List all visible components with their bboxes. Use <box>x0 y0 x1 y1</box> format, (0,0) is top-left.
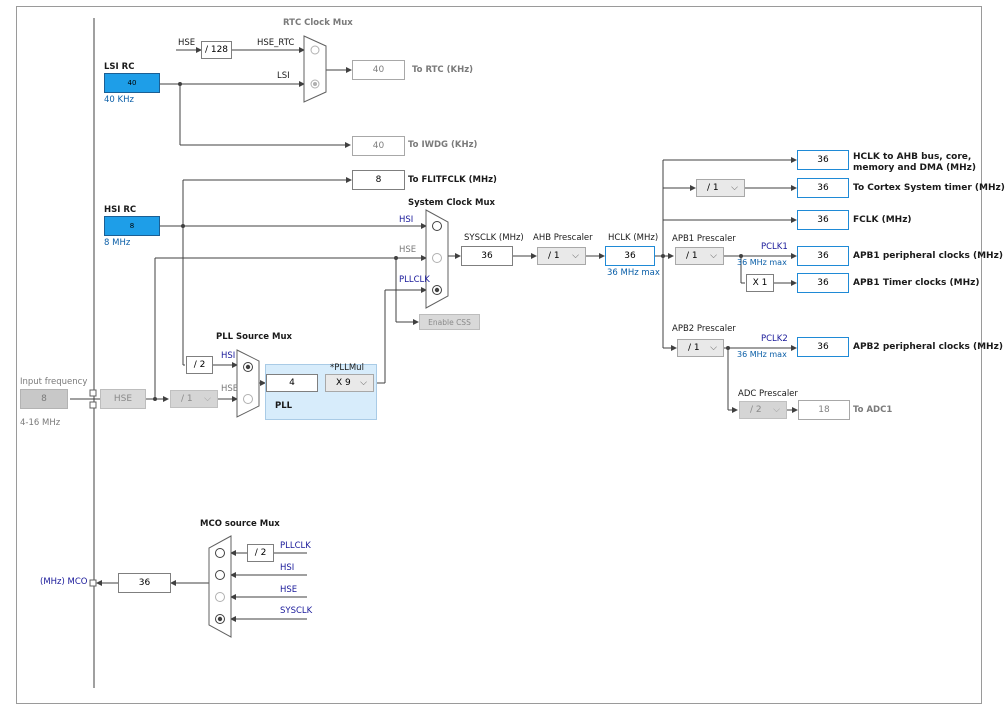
apb1-prescaler-select[interactable]: / 1 ⌵ <box>675 247 724 265</box>
rtc-lsi-label: LSI <box>277 71 290 81</box>
hse-block[interactable]: HSE <box>100 389 146 409</box>
pll-hsi-div2: / 2 <box>186 356 213 374</box>
apb2-periph-output-field: 36 <box>797 337 849 357</box>
apb1-periph-output-label: APB1 peripheral clocks (MHz) <box>853 251 1003 261</box>
chevron-down-icon: ⌵ <box>773 405 780 415</box>
chevron-down-icon: ⌵ <box>710 251 717 261</box>
mco-hsi-label: HSI <box>280 563 295 573</box>
hsi-rc-block[interactable]: 8 <box>104 216 160 236</box>
chevron-down-icon: ⌵ <box>204 394 211 404</box>
enable-css-button[interactable]: Enable CSS <box>419 314 480 330</box>
hclk-field[interactable]: 36 <box>605 246 655 266</box>
hsi-unit: 8 MHz <box>104 238 131 248</box>
apb2-max-label: 36 MHz max <box>737 350 787 359</box>
sysmux-title: System Clock Mux <box>408 198 496 208</box>
pll-mul-select[interactable]: X 9 ⌵ <box>325 374 374 392</box>
pllsrc-hsi-label: HSI <box>221 351 236 361</box>
rtc-hse-input-label: HSE <box>178 38 196 48</box>
ahb-prescaler-value: / 1 <box>548 251 560 261</box>
chevron-down-icon: ⌵ <box>572 251 579 261</box>
pclk2-label: PCLK2 <box>761 334 788 344</box>
hclk-max-label: 36 MHz max <box>607 268 660 278</box>
cortex-timer-output-field: 36 <box>797 178 849 198</box>
rtc-hse-rtc-label: HSE_RTC <box>257 38 295 48</box>
apb2-prescaler-value: / 1 <box>688 343 700 353</box>
pllsrc-hse-label: HSE <box>221 384 239 394</box>
apb1-periph-output-field: 36 <box>797 246 849 266</box>
iwdg-output-field: 40 <box>352 136 405 156</box>
hclk-label: HCLK (MHz) <box>608 233 659 243</box>
adc-prescaler-select[interactable]: / 2 ⌵ <box>739 401 787 419</box>
adc-prescaler-value: / 2 <box>750 405 762 415</box>
sysclk-label: SYSCLK (MHz) <box>464 233 524 243</box>
flitf-output-label: To FLITFCLK (MHz) <box>408 175 497 185</box>
mco-output-field: 36 <box>118 573 171 593</box>
ahb-prescaler-label: AHB Prescaler <box>533 233 593 243</box>
apb1-timer-multiplier: X 1 <box>746 274 774 292</box>
input-frequency-field[interactable]: 8 <box>20 389 68 409</box>
mco-sysclk-label: SYSCLK <box>280 606 313 616</box>
hse-prediv-value: / 1 <box>181 394 193 404</box>
fclk-output-field: 36 <box>797 210 849 230</box>
flitf-output-field: 8 <box>352 170 405 190</box>
ahb-prescaler-select[interactable]: / 1 ⌵ <box>537 247 586 265</box>
lsi-title: LSI RC <box>104 62 135 72</box>
rtc-output-field: 40 <box>352 60 405 80</box>
mco-hse-label: HSE <box>280 585 298 595</box>
lsi-unit: 40 KHz <box>104 95 134 105</box>
pll-label: PLL <box>275 401 293 411</box>
pll-mul-label: *PLLMul <box>330 363 364 373</box>
rtc-mux-title: RTC Clock Mux <box>283 18 353 28</box>
lsi-rc-block[interactable]: 40 <box>104 73 160 93</box>
diagram-frame <box>16 6 982 704</box>
sysclk-field: 36 <box>461 246 513 266</box>
fclk-output-label: FCLK (MHz) <box>853 215 912 225</box>
apb2-periph-output-label: APB2 peripheral clocks (MHz) <box>853 342 1003 352</box>
adc-prescaler-label: ADC Prescaler <box>738 389 798 399</box>
pll-source-mux-title: PLL Source Mux <box>216 332 292 342</box>
adc-output-label: To ADC1 <box>853 405 893 415</box>
hsi-title: HSI RC <box>104 205 137 215</box>
pll-block <box>265 364 377 420</box>
iwdg-output-label: To IWDG (KHz) <box>408 140 478 150</box>
apb1-prescaler-value: / 1 <box>686 251 698 261</box>
pll-mul-value: X 9 <box>336 378 351 388</box>
mco-output-label: (MHz) MCO <box>40 577 88 587</box>
apb2-prescaler-select[interactable]: / 1 ⌵ <box>677 339 724 357</box>
sysmux-hsi-label: HSI <box>399 215 414 225</box>
rtc-output-label: To RTC (KHz) <box>412 65 474 75</box>
rtc-hse-divider: / 128 <box>201 41 232 59</box>
ahb-bus-output-label-1: HCLK to AHB bus, core, <box>853 152 972 162</box>
chevron-down-icon: ⌵ <box>731 183 738 193</box>
input-frequency-range: 4-16 MHz <box>20 418 61 428</box>
input-frequency-label: Input frequency <box>20 377 88 387</box>
cortex-timer-divider-select[interactable]: / 1 ⌵ <box>696 179 745 197</box>
apb1-timer-output-label: APB1 Timer clocks (MHz) <box>853 278 980 288</box>
apb1-max-label: 36 MHz max <box>737 258 787 267</box>
mco-mux-title: MCO source Mux <box>200 519 280 529</box>
ahb-bus-output-label-2: memory and DMA (MHz) <box>853 163 977 173</box>
mco-pllclk-label: PLLCLK <box>280 541 311 551</box>
apb1-timer-output-field: 36 <box>797 273 849 293</box>
sysmux-pllclk-label: PLLCLK <box>399 275 430 285</box>
chevron-down-icon: ⌵ <box>710 343 717 353</box>
pclk1-label: PCLK1 <box>761 242 788 252</box>
mco-pll-div2: / 2 <box>247 544 274 562</box>
hse-prediv-select[interactable]: / 1 ⌵ <box>170 390 218 408</box>
adc-output-field: 18 <box>798 400 850 420</box>
sysmux-hse-label: HSE <box>399 245 417 255</box>
ahb-bus-output-field: 36 <box>797 150 849 170</box>
cortex-divider-value: / 1 <box>707 183 719 193</box>
chevron-down-icon: ⌵ <box>360 378 367 388</box>
cortex-timer-output-label: To Cortex System timer (MHz) <box>853 183 1005 193</box>
apb2-prescaler-label: APB2 Prescaler <box>672 324 736 334</box>
apb1-prescaler-label: APB1 Prescaler <box>672 234 736 244</box>
pll-input-field: 4 <box>266 374 318 392</box>
